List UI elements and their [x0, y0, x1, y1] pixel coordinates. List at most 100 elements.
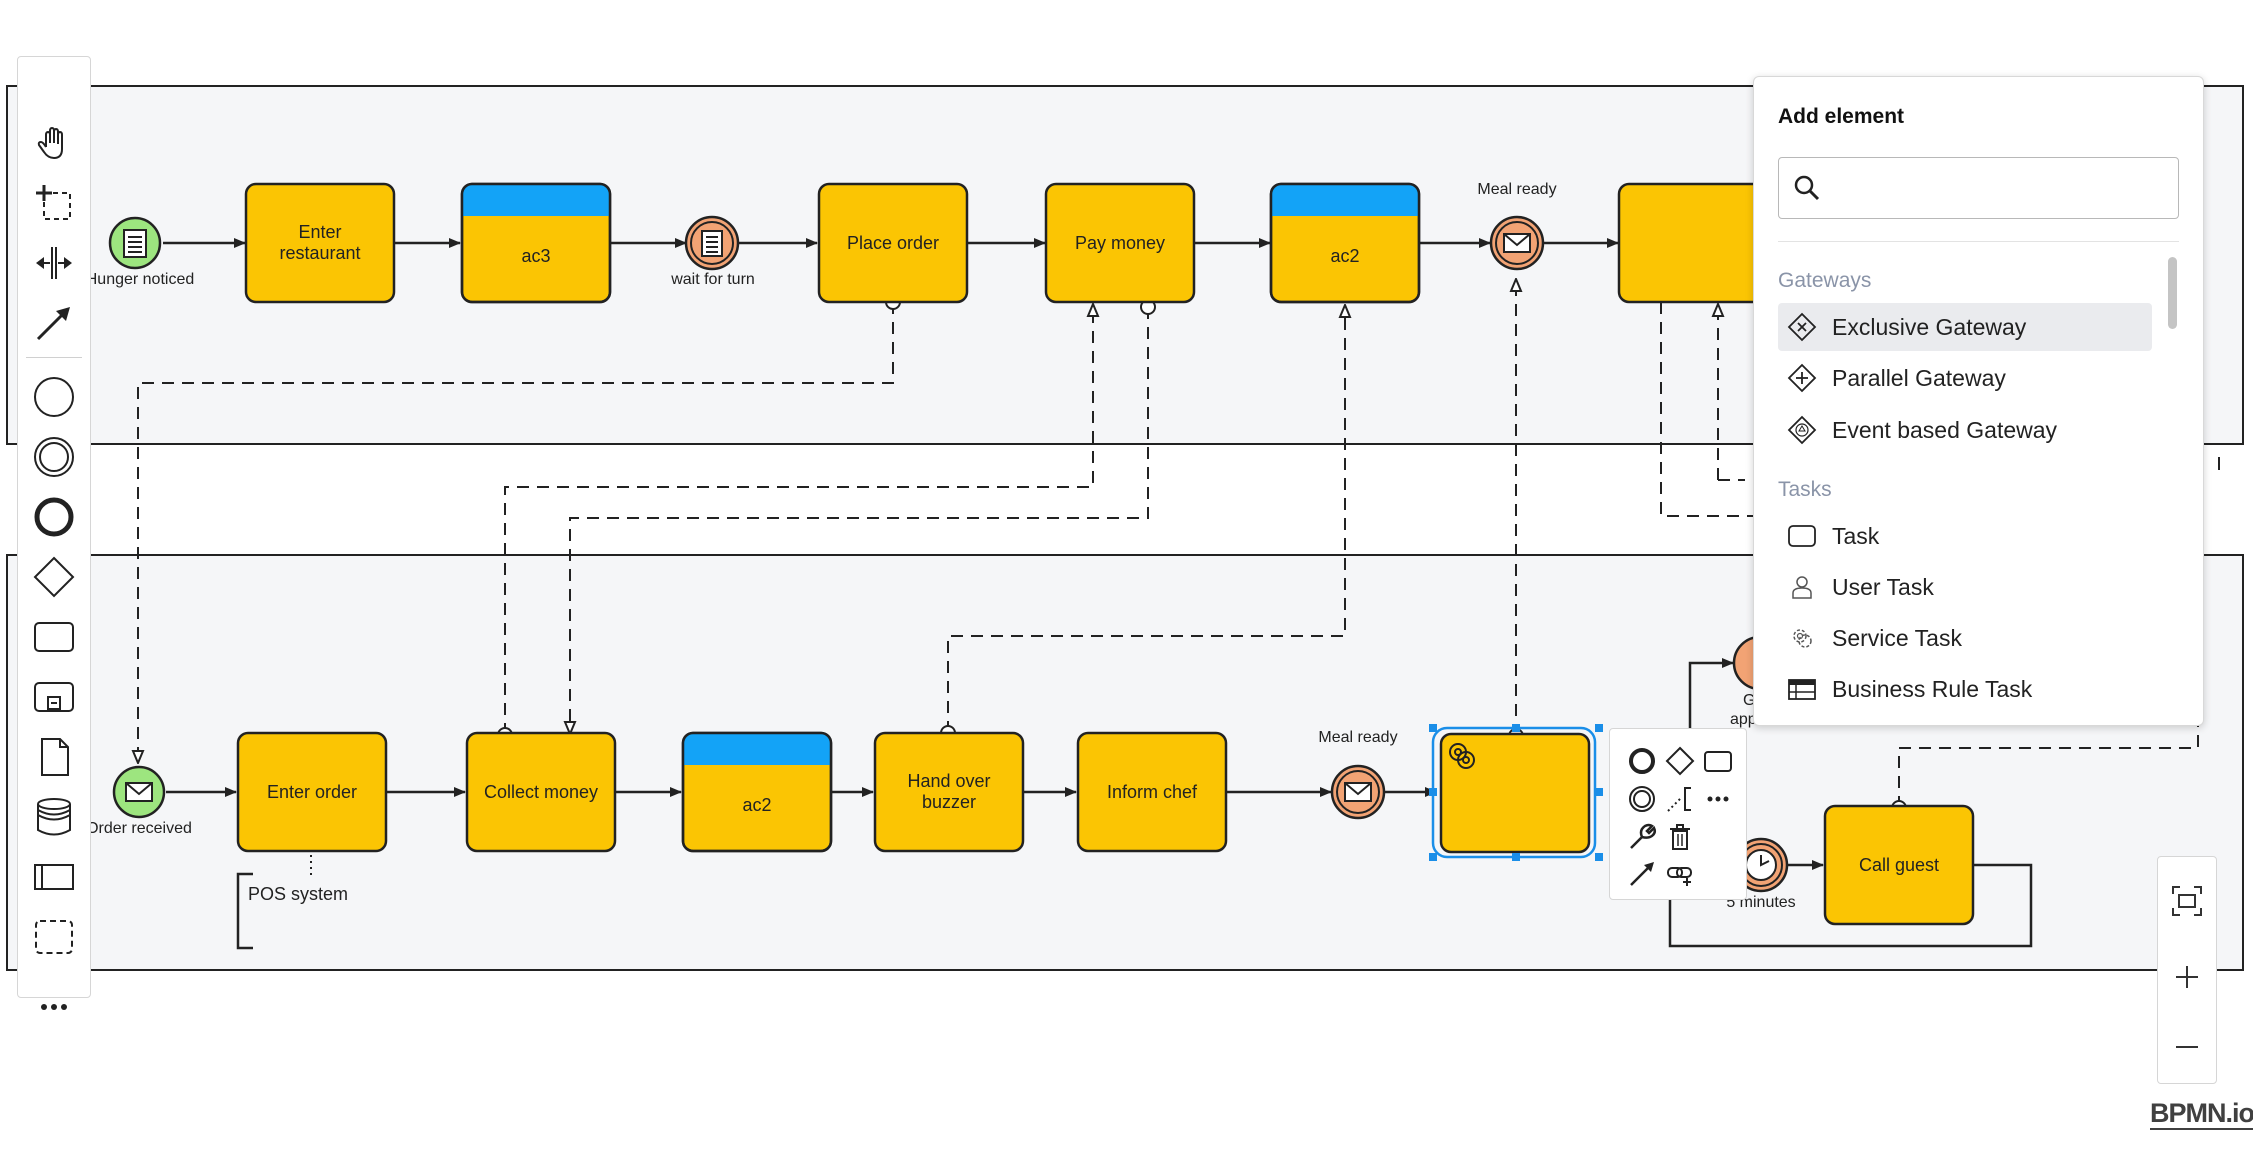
service-gear-icon	[1449, 743, 1475, 769]
task-label: buzzer	[922, 792, 976, 812]
space-tool-icon[interactable]	[18, 237, 90, 289]
popup-scrollbar[interactable]	[2168, 257, 2177, 329]
timer-event-5-minutes[interactable]	[1733, 837, 1789, 893]
sequence-flows-pool2[interactable]	[166, 658, 2033, 948]
task-icon[interactable]	[18, 611, 90, 663]
fit-viewport-icon[interactable]	[2158, 871, 2216, 931]
task-ac2-restaurant[interactable]	[681, 731, 833, 853]
group-icon[interactable]	[18, 911, 90, 963]
append-end-event-icon[interactable]	[1624, 743, 1660, 779]
search-input[interactable]	[1831, 168, 2165, 208]
event-based-gateway-icon	[1786, 414, 1818, 446]
event-label: app	[1730, 711, 1757, 728]
parallel-gateway-icon	[1786, 362, 1818, 394]
task-label: Call guest	[1859, 855, 1939, 875]
intermediate-event-meal-ready-2[interactable]	[1330, 764, 1386, 820]
annotation-text: POS system	[248, 884, 348, 904]
task-label: Hand over	[907, 771, 990, 791]
exclusive-gateway-icon	[1786, 311, 1818, 343]
task-place-order[interactable]	[817, 182, 969, 304]
delete-icon[interactable]	[1662, 819, 1698, 855]
selection-handles[interactable]	[1429, 724, 1603, 861]
entry-exclusive-gateway[interactable]: Exclusive Gateway	[1778, 303, 2152, 351]
lasso-tool-icon[interactable]	[18, 177, 90, 229]
end-event-icon[interactable]	[18, 491, 90, 543]
event-label: wait for turn	[670, 271, 755, 288]
task-label: ac2	[742, 795, 771, 815]
start-event-label: Order received	[86, 820, 192, 837]
entry-parallel-gateway[interactable]: Parallel Gateway	[1778, 354, 2152, 402]
more-icon[interactable]	[1700, 781, 1736, 817]
group-label-gateways: Gateways	[1778, 269, 1872, 292]
message-flows[interactable]	[138, 279, 2199, 816]
user-task-icon	[1786, 571, 1818, 603]
task-unnamed-customer[interactable]	[1617, 182, 1769, 304]
task-label: Inform chef	[1107, 782, 1198, 802]
intermediate-event-wait-for-turn[interactable]	[684, 215, 740, 271]
palette	[17, 56, 91, 1010]
task-label: Enter order	[267, 782, 357, 802]
event-label: Meal ready	[1477, 181, 1556, 198]
data-store-icon[interactable]	[18, 791, 90, 843]
event-label: Meal ready	[1318, 729, 1397, 746]
zoom-out-icon[interactable]	[2158, 1017, 2216, 1077]
start-event-order-received[interactable]	[112, 765, 166, 819]
event-label: G	[1743, 692, 1755, 709]
task-icon	[1786, 520, 1818, 552]
task-hand-over-buzzer[interactable]	[873, 731, 1025, 853]
intermediate-event-icon[interactable]	[18, 431, 90, 483]
add-element-popup: Add element Gateways Exclusive Gateway P…	[1753, 76, 2204, 726]
search-field[interactable]	[1778, 157, 2179, 219]
search-icon	[1794, 175, 1820, 201]
hand-tool-icon[interactable]	[18, 117, 90, 169]
task-label: Enter	[298, 222, 341, 242]
context-pad	[1609, 728, 1747, 900]
zoom-controls	[2157, 856, 2217, 1084]
entry-label: Business Rule Task	[1832, 675, 2033, 702]
entry-service-task[interactable]: Service Task	[1778, 614, 2152, 662]
more-icon[interactable]	[18, 981, 90, 1033]
data-object-icon[interactable]	[18, 731, 90, 783]
task-label: Collect money	[484, 782, 598, 802]
task-ac2-customer[interactable]	[1269, 182, 1421, 304]
entry-label: Parallel Gateway	[1832, 364, 2006, 391]
entry-label: Event based Gateway	[1832, 416, 2058, 443]
connect-icon[interactable]	[1624, 855, 1660, 891]
task-label: ac2	[1330, 246, 1359, 266]
append-text-annotation-icon[interactable]	[1662, 781, 1698, 817]
start-event-icon[interactable]	[18, 371, 90, 423]
global-connect-tool-icon[interactable]	[18, 297, 90, 349]
zoom-in-icon[interactable]	[2158, 947, 2216, 1007]
bpmn-io-logo[interactable]: BPMN.io	[2150, 1098, 2253, 1130]
start-event-label: Hunger noticed	[86, 271, 195, 288]
append-task-icon[interactable]	[1700, 743, 1736, 779]
task-ac3[interactable]	[460, 182, 612, 304]
task-enter-restaurant[interactable]	[244, 182, 396, 304]
task-pay-money[interactable]	[1044, 182, 1196, 304]
task-label: restaurant	[279, 243, 360, 263]
entry-task[interactable]: Task	[1778, 512, 2152, 560]
task-inform-chef[interactable]	[1076, 731, 1228, 853]
task-label: ac3	[521, 246, 550, 266]
start-event-hunger-noticed[interactable]	[108, 216, 162, 270]
service-task-selected[interactable]	[1429, 724, 1603, 861]
intermediate-event-meal-ready[interactable]	[1489, 215, 1545, 271]
subprocess-icon[interactable]	[18, 671, 90, 723]
entry-label: Exclusive Gateway	[1832, 313, 2027, 340]
change-type-icon[interactable]	[1624, 819, 1660, 855]
task-enter-order[interactable]	[236, 731, 388, 853]
entry-event-based-gateway[interactable]: Event based Gateway	[1778, 406, 2152, 454]
task-collect-money[interactable]	[465, 731, 617, 853]
task-call-guest[interactable]	[1823, 804, 1975, 926]
append-link-icon[interactable]	[1662, 855, 1698, 891]
entry-user-task[interactable]: User Task	[1778, 563, 2152, 611]
gateway-icon[interactable]	[18, 551, 90, 603]
task-label: Place order	[847, 233, 939, 253]
append-intermediate-event-icon[interactable]	[1624, 781, 1660, 817]
entry-label: Task	[1832, 522, 1880, 549]
participant-icon[interactable]	[18, 851, 90, 903]
service-task-icon	[1786, 622, 1818, 654]
append-gateway-icon[interactable]	[1662, 743, 1698, 779]
entry-business-rule-task[interactable]: Business Rule Task	[1778, 665, 2152, 713]
text-annotation[interactable]	[236, 855, 312, 950]
